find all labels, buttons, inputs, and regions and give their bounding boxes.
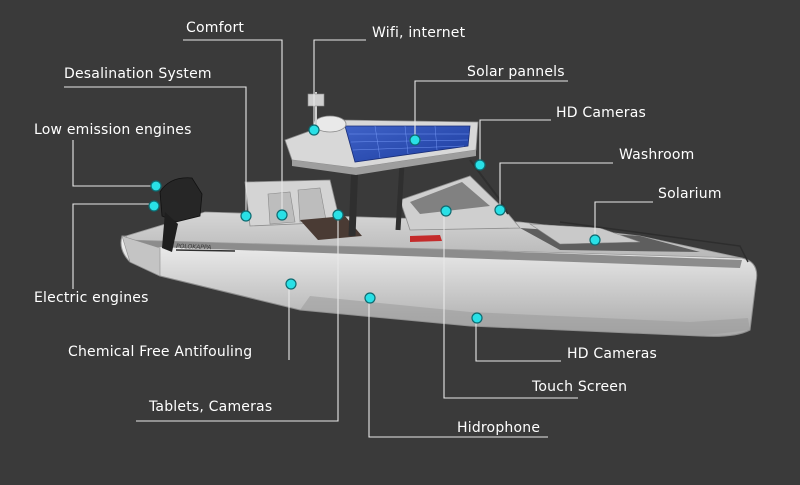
- label-solar: Solar pannels: [467, 64, 565, 80]
- leader-wifi: [313, 39, 366, 130]
- label-antifouling: Chemical Free Antifouling: [68, 344, 252, 360]
- dot-solar: [409, 134, 421, 146]
- label-hidrophone: Hidrophone: [457, 420, 540, 436]
- boat-name-text: POLOKAPPA: [176, 243, 212, 251]
- dot-comfort: [276, 209, 288, 221]
- dot-hd-cameras-top: [474, 159, 486, 171]
- callout-dots: [148, 124, 601, 324]
- boat-illustration: [120, 92, 758, 337]
- leader-comfort: [183, 39, 283, 215]
- dot-wifi: [308, 124, 320, 136]
- dot-hidrophone: [364, 292, 376, 304]
- dot-solarium: [589, 234, 601, 246]
- dot-desalination: [240, 210, 252, 222]
- dot-hd-cameras-bottom: [471, 312, 483, 324]
- leader-solar: [414, 80, 568, 140]
- dot-touch: [440, 205, 452, 217]
- leader-hd-cameras-bottom: [475, 318, 561, 362]
- label-wifi: Wifi, internet: [372, 25, 466, 41]
- leader-electric: [72, 203, 154, 289]
- outboard-engine: [159, 177, 203, 223]
- leader-desalination: [64, 86, 247, 216]
- leader-touch: [443, 211, 578, 399]
- label-hd-cameras-top: HD Cameras: [556, 105, 646, 121]
- callout-labels: Comfort Wifi, internet Desalination Syst…: [34, 20, 722, 436]
- dot-washroom: [494, 204, 506, 216]
- leader-tablets: [136, 215, 339, 422]
- leader-low-emission: [72, 140, 156, 187]
- label-washroom: Washroom: [619, 147, 695, 163]
- leader-solarium: [594, 201, 653, 240]
- dot-low-emission: [150, 180, 162, 192]
- label-electric: Electric engines: [34, 290, 149, 306]
- dot-electric: [148, 200, 160, 212]
- leader-hd-cameras-top: [479, 119, 551, 165]
- label-desalination: Desalination System: [64, 66, 212, 82]
- dot-tablets: [332, 209, 344, 221]
- rub-rail: [126, 238, 742, 268]
- label-solarium: Solarium: [658, 186, 722, 202]
- label-comfort: Comfort: [186, 20, 244, 36]
- dot-antifouling: [285, 278, 297, 290]
- leader-hidrophone: [368, 298, 548, 438]
- leader-lines: [64, 39, 653, 438]
- label-hd-cameras-bottom: HD Cameras: [567, 346, 657, 362]
- label-touch: Touch Screen: [531, 379, 627, 395]
- label-low-emission: Low emission engines: [34, 122, 192, 138]
- label-tablets: Tablets, Cameras: [148, 399, 272, 415]
- leader-washroom: [499, 162, 613, 210]
